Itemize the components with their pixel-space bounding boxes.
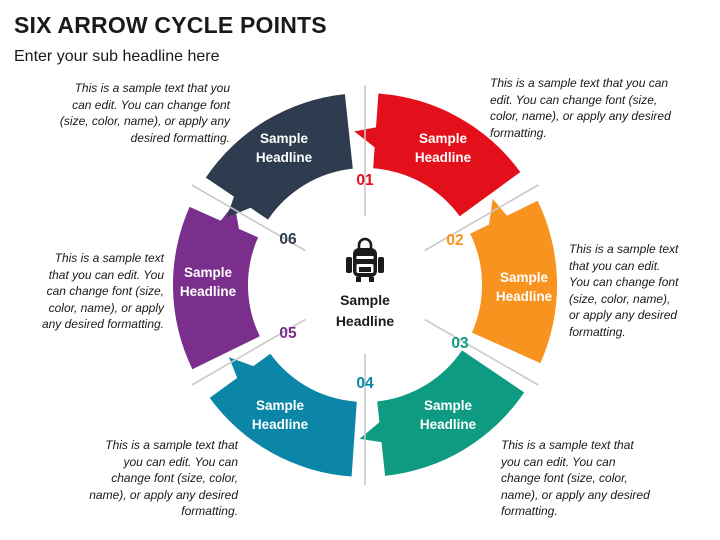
segment-5-headline-line2: Headline — [180, 284, 237, 299]
segment-6-description: This is a sample text that you can edit.… — [59, 81, 230, 145]
segment-6-arrow — [205, 94, 353, 220]
segment-1-arrow — [354, 93, 521, 217]
segment-5-headline-line1: Sample — [184, 265, 233, 280]
separator-line — [191, 184, 306, 252]
segment-6-headline-line2: Headline — [256, 150, 313, 165]
segment-2-description: This is a sample text that you can edit.… — [569, 242, 679, 339]
segment-2-headline-line2: Headline — [496, 289, 553, 304]
segment-1-description: This is a sample text that you can edit.… — [490, 76, 671, 140]
segment-3-number: 03 — [451, 335, 469, 352]
segment-1-number: 01 — [356, 172, 374, 189]
backpack-icon — [346, 237, 384, 282]
segment-1-headline-line1: Sample — [419, 131, 468, 146]
page-title: SIX ARROW CYCLE POINTS — [14, 12, 327, 38]
segment-3-description: This is a sample text that you can edit.… — [501, 438, 650, 518]
segment-4-arrow — [209, 353, 357, 477]
segment-3-headline-line1: Sample — [424, 398, 473, 413]
segment-2-number: 02 — [446, 232, 463, 249]
center-headline-line1: Sample — [340, 292, 390, 308]
segment-5-description: This is a sample text that you can edit.… — [41, 251, 164, 331]
segment-3-arrow — [359, 350, 525, 476]
center-headline-line2: Headline — [336, 313, 395, 329]
segment-3-headline-line2: Headline — [420, 417, 477, 432]
separator-line — [191, 318, 306, 386]
segment-2-arrow — [470, 198, 558, 364]
separator-line — [424, 318, 539, 386]
segment-6-headline-line1: Sample — [260, 131, 309, 146]
segment-1-headline-line2: Headline — [415, 150, 472, 165]
segment-6-number: 06 — [279, 231, 297, 248]
segment-4-headline-line2: Headline — [252, 417, 309, 432]
page-subtitle: Enter your sub headline here — [14, 48, 220, 65]
segment-5-arrow — [172, 203, 260, 370]
segment-5-number: 05 — [279, 325, 297, 342]
segment-4-description: This is a sample text that you can edit.… — [89, 438, 238, 518]
segment-4-number: 04 — [356, 375, 374, 392]
separator-line — [424, 184, 539, 252]
segment-4-headline-line1: Sample — [256, 398, 305, 413]
segment-2-headline-line1: Sample — [500, 270, 549, 285]
